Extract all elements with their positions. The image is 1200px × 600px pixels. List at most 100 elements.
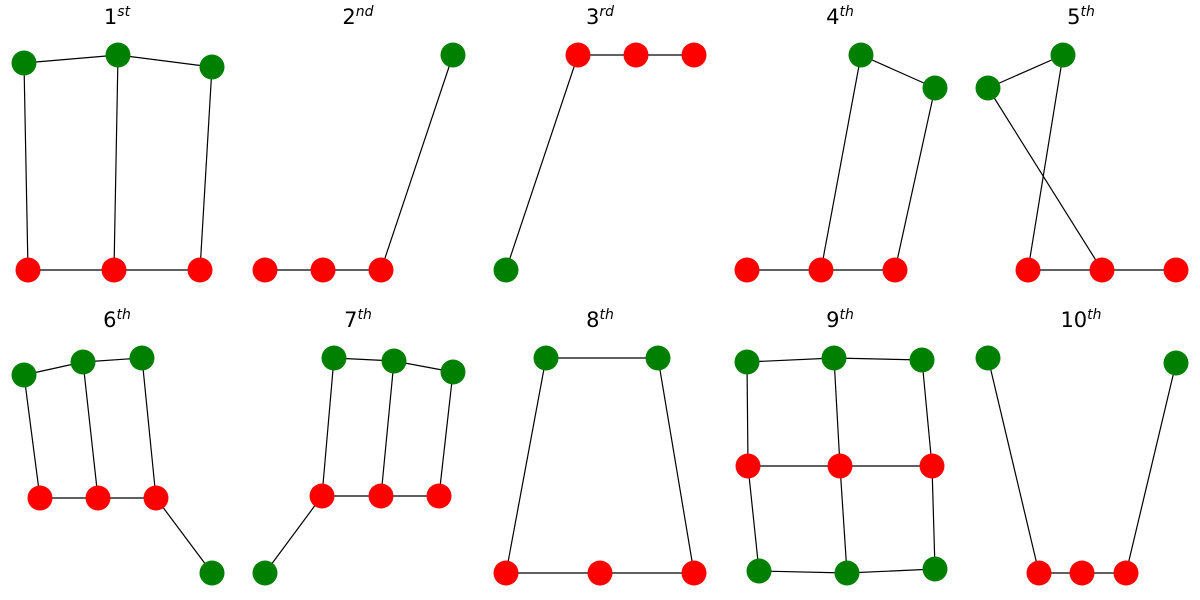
- panel-title-suffix: nd: [356, 4, 374, 20]
- red-node: [309, 483, 335, 509]
- red-node: [1163, 257, 1189, 283]
- graph-edge: [199, 66, 213, 271]
- graph-panel-8: 8th: [493, 307, 707, 586]
- green-node: [834, 560, 860, 586]
- green-node: [922, 556, 948, 582]
- panel-title-suffix: th: [600, 307, 614, 323]
- graph-edge: [82, 361, 99, 499]
- panel-title: 7th: [344, 307, 372, 332]
- green-node: [199, 560, 225, 586]
- panel-title: 2nd: [342, 4, 373, 29]
- red-node: [493, 560, 519, 586]
- graph-edge: [505, 357, 547, 574]
- green-node: [533, 345, 559, 371]
- red-node: [1113, 560, 1139, 586]
- green-node: [1050, 42, 1076, 68]
- panel-title-number: 8: [586, 308, 599, 332]
- red-node: [1026, 560, 1052, 586]
- panel-title-number: 4: [826, 5, 839, 29]
- graph-edge: [380, 54, 454, 271]
- graph-edge: [931, 465, 936, 570]
- red-node: [919, 453, 945, 479]
- graph-edge: [23, 54, 119, 64]
- red-node: [368, 483, 394, 509]
- green-node: [440, 359, 466, 385]
- green-node: [909, 347, 935, 373]
- graph-edge: [321, 357, 335, 497]
- red-node: [587, 560, 613, 586]
- red-node: [426, 483, 452, 509]
- red-node: [27, 485, 53, 511]
- red-node: [623, 42, 649, 68]
- graph-edge: [921, 359, 933, 467]
- graph-edge: [746, 357, 835, 363]
- graph-edge: [833, 357, 841, 467]
- panel-title-suffix: th: [1081, 4, 1095, 20]
- panel-title-suffix: rd: [599, 4, 614, 20]
- panel-title: 5th: [1067, 4, 1095, 29]
- graph-panel-1: 1st: [11, 4, 225, 283]
- graph-edge: [860, 54, 936, 89]
- green-node: [440, 42, 466, 68]
- graph-panel-6: 6th: [11, 307, 225, 586]
- green-node: [381, 348, 407, 374]
- panel-title-suffix: th: [840, 307, 854, 323]
- green-node: [975, 75, 1001, 101]
- red-node: [252, 257, 278, 283]
- red-node: [1089, 257, 1115, 283]
- graph-edge: [987, 87, 1103, 271]
- red-node: [15, 257, 41, 283]
- graph-panel-10: 10th: [975, 307, 1189, 586]
- graph-panel-5: 5th: [975, 4, 1189, 283]
- panel-title-suffix: th: [840, 4, 854, 20]
- graph-edge: [155, 497, 213, 574]
- graph-edge: [746, 361, 749, 467]
- panel-title: 3rd: [586, 4, 614, 29]
- panel-title: 8th: [586, 307, 614, 332]
- red-node: [808, 257, 834, 283]
- graph-edge: [747, 465, 760, 572]
- green-node: [321, 345, 347, 371]
- red-node: [187, 257, 213, 283]
- graph-panel-2: 2nd: [252, 4, 466, 283]
- green-node: [734, 349, 760, 375]
- graph-edge: [141, 357, 157, 499]
- green-node: [821, 345, 847, 371]
- graph-edge: [987, 357, 1040, 574]
- panel-title-number: 3: [586, 5, 599, 29]
- graph-edge: [505, 54, 579, 271]
- panel-title-suffix: th: [117, 307, 131, 323]
- panel-title-number: 7: [344, 308, 357, 332]
- red-node: [681, 560, 707, 586]
- panel-title: 1st: [104, 4, 131, 29]
- graph-edge: [657, 357, 695, 574]
- red-node: [101, 257, 127, 283]
- green-node: [252, 560, 278, 586]
- red-node: [1069, 560, 1095, 586]
- red-node: [681, 42, 707, 68]
- graph-edge: [833, 357, 923, 361]
- red-node: [368, 257, 394, 283]
- green-node: [11, 50, 37, 76]
- panel-title: 10th: [1060, 307, 1101, 332]
- green-node: [1163, 350, 1189, 376]
- panel-title-number: 10: [1060, 308, 1087, 332]
- graph-edge: [23, 62, 29, 271]
- panel-title: 4th: [826, 4, 854, 29]
- panel-title-number: 5: [1067, 5, 1080, 29]
- panel-title-number: 1: [104, 5, 117, 29]
- red-node: [734, 257, 760, 283]
- red-node: [143, 485, 169, 511]
- graph-edge: [1125, 362, 1177, 574]
- graph-edge: [758, 570, 848, 574]
- graph-edge: [846, 568, 936, 574]
- green-node: [199, 54, 225, 80]
- red-node: [735, 453, 761, 479]
- graph-edge: [264, 495, 323, 574]
- graph-edge: [1027, 54, 1064, 271]
- graph-edge: [839, 465, 848, 574]
- red-node: [827, 453, 853, 479]
- green-node: [11, 362, 37, 388]
- graph-edge: [894, 87, 936, 271]
